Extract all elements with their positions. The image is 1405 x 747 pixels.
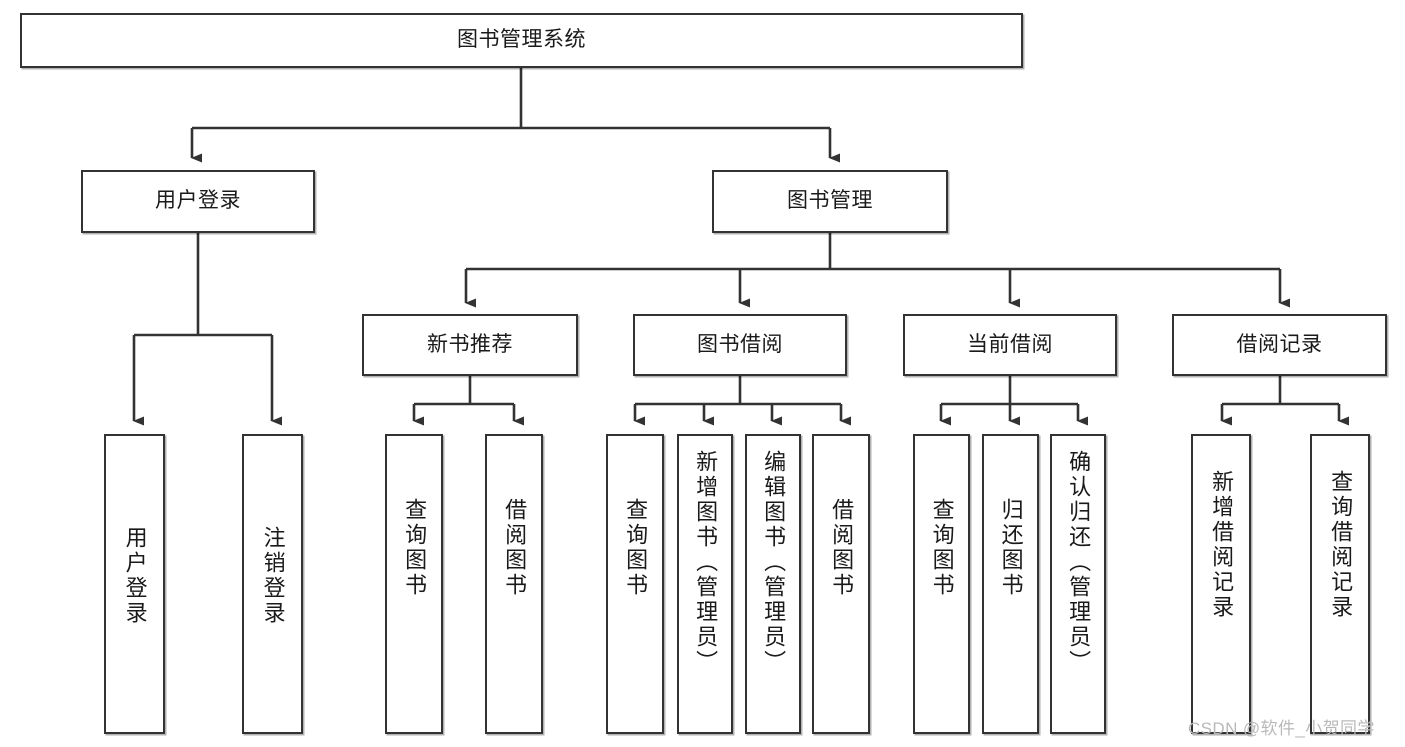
leaf-query-book-borrow[interactable]: 查询图书	[606, 434, 664, 734]
node-new-book-recommend[interactable]: 新书推荐	[362, 314, 578, 376]
leaf-add-book-admin[interactable]: 新增图书（管理员）	[677, 434, 733, 734]
node-label: 借阅图书	[502, 498, 528, 598]
node-label: 新书推荐	[427, 332, 513, 356]
leaf-confirm-return-admin[interactable]: 确认归还（管理员）	[1050, 434, 1106, 734]
node-label: 图书管理系统	[457, 28, 586, 52]
node-book-management[interactable]: 图书管理	[712, 170, 948, 233]
node-label: 查询借阅记录	[1328, 470, 1354, 620]
node-book-borrow[interactable]: 图书借阅	[633, 314, 847, 376]
node-label: 注销登录	[260, 526, 286, 626]
node-label: 确认归还（管理员）	[1066, 450, 1092, 675]
node-label: 查询图书	[402, 498, 428, 598]
leaf-add-borrow-record[interactable]: 新增借阅记录	[1191, 434, 1251, 734]
node-label: 图书管理	[787, 189, 873, 213]
node-current-borrow[interactable]: 当前借阅	[903, 314, 1117, 376]
node-root-book-management-system[interactable]: 图书管理系统	[20, 13, 1023, 68]
node-label: 新增借阅记录	[1209, 470, 1235, 620]
leaf-query-borrow-record[interactable]: 查询借阅记录	[1310, 434, 1370, 734]
leaf-return-book[interactable]: 归还图书	[982, 434, 1039, 734]
leaf-user-login[interactable]: 用户登录	[104, 434, 165, 734]
node-label: 用户登录	[155, 189, 241, 213]
node-label: 新增图书（管理员）	[693, 450, 719, 675]
node-label: 借阅图书	[829, 498, 855, 598]
leaf-borrow-book-recommend[interactable]: 借阅图书	[485, 434, 543, 734]
node-label: 用户登录	[122, 526, 148, 626]
leaf-borrow-book[interactable]: 借阅图书	[812, 434, 870, 734]
node-borrow-record[interactable]: 借阅记录	[1172, 314, 1387, 376]
leaf-user-logout[interactable]: 注销登录	[242, 434, 303, 734]
node-user-login[interactable]: 用户登录	[81, 170, 315, 233]
leaf-edit-book-admin[interactable]: 编辑图书（管理员）	[745, 434, 801, 734]
node-label: 编辑图书（管理员）	[761, 450, 787, 675]
node-label: 查询图书	[929, 498, 955, 598]
node-label: 归还图书	[998, 498, 1024, 598]
csdn-watermark: CSDN @软件_小贺同学	[1188, 719, 1375, 738]
node-label: 借阅记录	[1236, 332, 1323, 356]
node-label: 查询图书	[623, 498, 649, 598]
node-label: 当前借阅	[967, 332, 1053, 356]
leaf-query-book-recommend[interactable]: 查询图书	[385, 434, 443, 734]
leaf-query-book-current[interactable]: 查询图书	[913, 434, 970, 734]
node-label: 图书借阅	[697, 332, 783, 356]
